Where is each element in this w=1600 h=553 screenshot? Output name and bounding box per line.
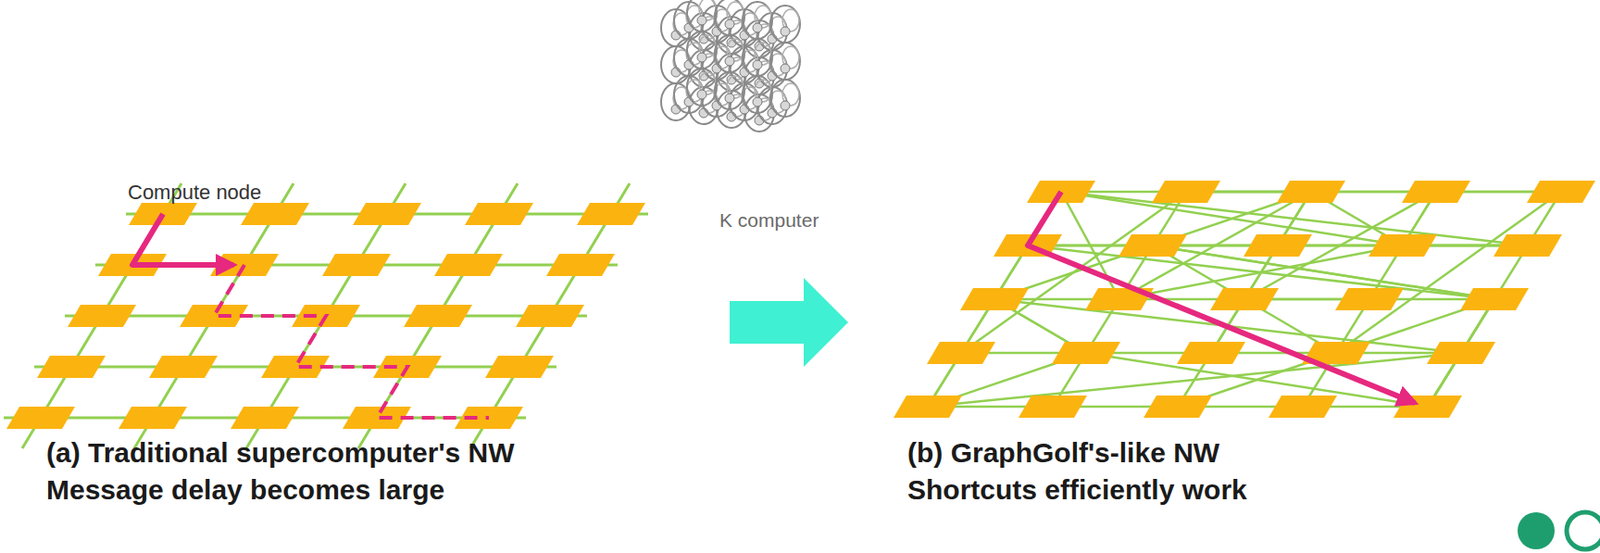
node-sphere (697, 89, 707, 100)
compute-node (240, 202, 310, 225)
link (1427, 191, 1562, 407)
cable-loop (742, 1, 773, 39)
compute-node (1151, 180, 1221, 203)
torus-network (3, 183, 649, 449)
link (1427, 299, 1495, 407)
link (994, 191, 1312, 300)
node-sphere (752, 60, 763, 70)
link (1427, 299, 1495, 407)
compute-node (1276, 180, 1346, 203)
node-label: Compute node (127, 180, 262, 204)
link (1086, 352, 1428, 407)
node-sphere (780, 63, 790, 74)
link (1336, 191, 1562, 353)
compute-node (1526, 180, 1596, 203)
graphgolf-network (893, 180, 1596, 418)
compute-node (546, 253, 615, 276)
caption-title: (a) Traditional supercomputer's NW (46, 437, 515, 470)
cable-loop (770, 42, 800, 80)
compute-node (1368, 234, 1438, 257)
link (1186, 190, 1562, 194)
compute-node (464, 202, 534, 225)
k-computer-illustration (661, 0, 800, 132)
cable-loop (714, 35, 745, 73)
node-sphere (697, 15, 707, 25)
compute-node (322, 253, 391, 276)
cable-loop (714, 0, 745, 36)
logo-ring (1566, 512, 1600, 550)
compute-node (1426, 341, 1496, 364)
cable-loop (714, 72, 745, 110)
node-sphere (725, 56, 735, 66)
compute-node (485, 355, 554, 378)
compute-node (926, 341, 996, 364)
caption-subtitle: Shortcuts efficiently work (907, 474, 1248, 507)
node-sphere (725, 93, 735, 103)
compute-node (434, 253, 503, 276)
compute-node (1493, 234, 1563, 257)
illustration-label: K computer (719, 209, 819, 232)
cable-loop (770, 5, 800, 43)
logo-dot (1517, 512, 1555, 550)
compute-node (1243, 234, 1313, 257)
message-route (132, 213, 234, 265)
cable-loop (770, 79, 800, 117)
compute-node (1018, 395, 1088, 418)
node-sphere (780, 26, 790, 37)
compute-node (960, 287, 1029, 311)
compute-node (1143, 395, 1213, 418)
compute-node (1176, 341, 1246, 364)
compute-node (1118, 234, 1188, 257)
compute-node (1401, 180, 1471, 203)
node-sphere (725, 19, 735, 29)
node-sphere (752, 23, 763, 33)
compute-node (149, 355, 218, 378)
compute-node (403, 304, 473, 327)
compute-node (1268, 395, 1338, 418)
node-sphere (780, 100, 790, 111)
compute-node (1051, 341, 1121, 364)
compute-node (67, 304, 137, 327)
caption-title: (b) GraphGolf's-like NW (907, 437, 1220, 470)
caption-subtitle: Message delay becomes large (46, 474, 445, 507)
compute-node (179, 304, 249, 327)
node-sphere (752, 97, 763, 107)
compute-node (893, 395, 963, 418)
compute-node (352, 202, 422, 225)
compute-node (261, 355, 330, 378)
compute-node (1460, 287, 1529, 311)
shortcut-route (1027, 191, 1415, 403)
compute-node (118, 406, 188, 429)
compute-node (515, 304, 585, 327)
link (1177, 299, 1495, 407)
node-sphere (697, 52, 707, 63)
transition-arrow (729, 277, 849, 367)
cable-loop (687, 0, 717, 32)
cable-loop (742, 38, 773, 76)
compute-node (1210, 287, 1279, 311)
compute-node (230, 406, 300, 429)
cable-loop (742, 75, 773, 113)
link (1061, 191, 1403, 246)
cable-loop (687, 68, 717, 106)
link (927, 245, 1028, 407)
compute-node (37, 355, 106, 378)
dashed-route (213, 264, 489, 418)
compute-node (576, 202, 646, 225)
compute-node (1335, 287, 1404, 311)
compute-node (6, 406, 75, 429)
cable-loop (687, 31, 717, 69)
